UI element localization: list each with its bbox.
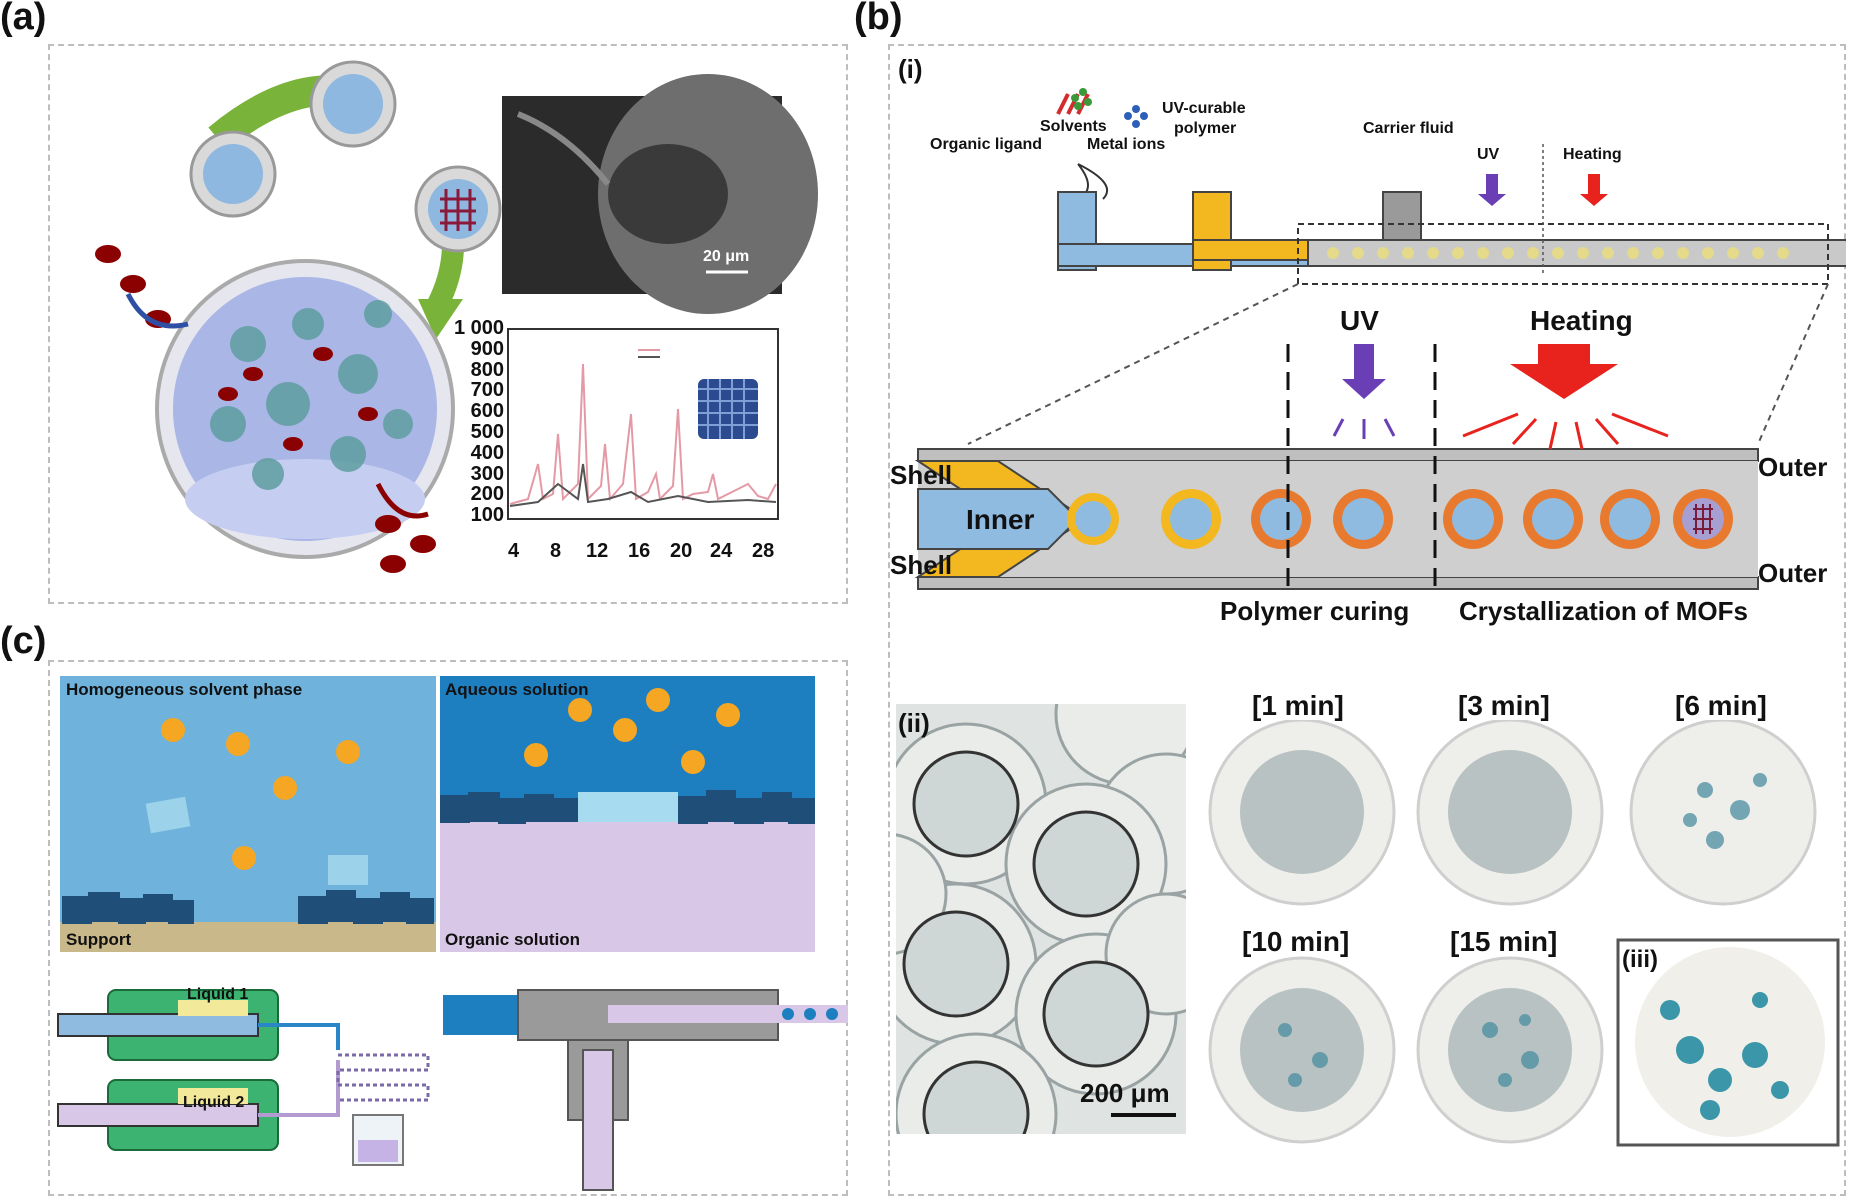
aqueous-label: Aqueous solution (445, 680, 589, 699)
time-lapse-images (1208, 720, 1840, 1147)
sub-iii-label: (iii) (1622, 946, 1658, 973)
shell-bottom-label: Shell (890, 550, 953, 580)
carrier-fluid-label: Carrier fluid (1363, 120, 1454, 137)
panel-a-frame (48, 44, 848, 604)
polymer-label: polymer (1174, 120, 1237, 137)
time-label: [1 min] (1252, 690, 1344, 721)
xrd-y-tick: 1 000 (453, 317, 504, 339)
panel-a-label: (a) (0, 0, 47, 38)
xrd-y-tick: 100 (470, 504, 504, 527)
xrd-y-tick: 400 (470, 441, 504, 464)
sem-scale-label: 20 μm (703, 248, 750, 265)
sub-i-label: (i) (898, 54, 923, 84)
polymer-curing-label: Polymer curing (1220, 596, 1410, 626)
time-label: [15 min] (1450, 926, 1558, 957)
xrd-x-tick: 20 (670, 540, 693, 562)
time-label: [10 min] (1242, 926, 1350, 957)
support-label: Support (66, 930, 132, 949)
uv-small-label: UV (1477, 146, 1500, 163)
panel-c-label: (c) (0, 620, 47, 662)
crystallization-label: Crystallization of MOFs (1459, 596, 1748, 626)
xrd-y-tick: 200 (470, 483, 504, 506)
scale-200-label: 200 μm (1080, 1078, 1170, 1108)
organic-ligand-label: Organic ligand (930, 136, 1043, 153)
xrd-x-tick: 24 (710, 540, 733, 562)
uv-label: UV (1340, 305, 1379, 336)
metal-ions-label: Metal ions (1087, 136, 1166, 153)
uv-curable-label: UV-curable (1162, 100, 1246, 117)
xrd-y-tick: 800 (470, 358, 504, 381)
outer-top-label: Outer (1758, 452, 1828, 482)
sub-ii-label: (ii) (898, 708, 930, 738)
droplet-micrograph (896, 704, 1186, 1134)
solvents-label: Solvents (1040, 118, 1107, 135)
liquid-1-label: Liquid 1 (187, 986, 249, 1003)
panel-b-device-schematic (914, 88, 1846, 594)
xrd-y-tick: 300 (470, 462, 504, 485)
time-label: [3 min] (1458, 690, 1550, 721)
heating-label: Heating (1530, 305, 1633, 336)
panel-b-frame (888, 44, 1846, 1196)
time-label: [6 min] (1675, 690, 1767, 721)
xrd-y-tick: 600 (470, 400, 504, 423)
panel-c-illustration (57, 676, 848, 1191)
xrd-x-tick: 4 (508, 540, 520, 562)
outer-bottom-label: Outer (1758, 558, 1828, 588)
panel-b-label: (b) (854, 0, 903, 38)
xrd-x-tick: 8 (550, 540, 562, 562)
xrd-y-axis: 1 000 900 800 700 600 500 400 300 200 10… (452, 318, 504, 526)
xrd-y-tick: 900 (470, 337, 504, 360)
xrd-x-tick: 28 (752, 540, 775, 562)
panel-a-illustration (95, 60, 818, 573)
organic-label: Organic solution (445, 930, 581, 949)
panel-c-frame (48, 660, 848, 1196)
inner-label: Inner (966, 504, 1035, 535)
shell-top-label: Shell (890, 460, 953, 490)
xrd-y-tick: 700 (470, 379, 504, 402)
heating-small-label: Heating (1563, 146, 1622, 163)
xrd-x-tick: 12 (586, 540, 609, 562)
liquid-2-label: Liquid 2 (183, 1094, 245, 1111)
xrd-x-tick: 16 (628, 540, 651, 562)
homogeneous-label: Homogeneous solvent phase (66, 680, 303, 699)
xrd-y-tick: 500 (470, 420, 504, 443)
